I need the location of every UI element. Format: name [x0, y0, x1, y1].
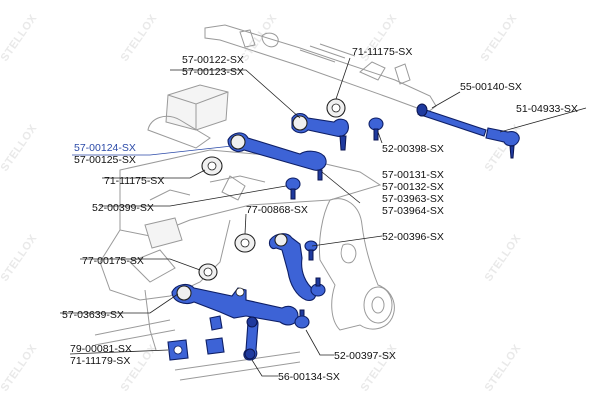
label-57-03639: 57-03639-SX — [62, 309, 124, 321]
tie-rod-end — [485, 127, 520, 147]
ball-joint-lower-end — [310, 277, 326, 297]
ball-joint-52-00399 — [285, 177, 301, 200]
label-77-00175: 77-00175-SX — [82, 255, 144, 267]
label-52-00396: 52-00396-SX — [382, 231, 444, 243]
label-57-00125: 57-00125-SX — [74, 154, 136, 166]
label-57-00123: 57-00123-SX — [182, 66, 244, 78]
watermark-5: STELLOX — [119, 12, 160, 63]
leader-lines — [60, 57, 587, 377]
lower-arm-guide — [268, 233, 317, 301]
label-56-00134: 56-00134-SX — [278, 371, 340, 383]
label-51-04933: 51-04933-SX — [516, 103, 578, 115]
part-labels: 57-00122-SX 57-00123-SX 71-11175-SX 55-0… — [62, 46, 578, 383]
upper-arm-rear-bushing — [292, 115, 308, 131]
upper-arm-front — [227, 132, 327, 171]
watermark-11: STELLOX — [483, 232, 524, 283]
watermark-1: STELLOX — [0, 12, 40, 63]
label-71-11175-left: 71-11175-SX — [104, 175, 164, 187]
steering-rack-sketch — [204, 24, 437, 113]
watermark-3: STELLOX — [0, 232, 40, 283]
parts — [167, 98, 520, 361]
mount-sketch — [165, 84, 229, 131]
label-71-11175-top: 71-11175-SX — [352, 46, 412, 58]
label-55-00140: 55-00140-SX — [460, 81, 522, 93]
label-57-00122: 57-00122-SX — [182, 54, 244, 66]
label-71-11179: 71-11179-SX — [70, 355, 130, 367]
label-52-00397: 52-00397-SX — [334, 350, 396, 362]
inner-tie-rod — [417, 107, 487, 137]
stabilizer-bushing-left — [167, 339, 189, 361]
ball-joint-52-00398 — [368, 117, 384, 141]
label-79-00081: 79-00081-SX — [70, 343, 132, 355]
ball-joint-52-00396 — [304, 240, 318, 261]
label-57-00124: 57-00124-SX — [74, 142, 136, 154]
label-57-00131: 57-00131-SX — [382, 169, 444, 181]
ball-joint-52-00397 — [294, 309, 310, 329]
background-sketch — [94, 24, 437, 381]
watermark-layer: STELLOX STELLOX STELLOX STELLOX STELLOX … — [0, 12, 524, 393]
watermark-9: STELLOX — [479, 12, 520, 63]
label-52-00399: 52-00399-SX — [92, 202, 154, 214]
label-57-03964: 57-03964-SX — [382, 205, 444, 217]
watermark-12: STELLOX — [483, 342, 524, 393]
lower-control-arm — [171, 283, 299, 326]
knuckle-sketch — [319, 198, 395, 331]
label-57-03963: 57-03963-SX — [382, 193, 444, 205]
label-77-00868: 77-00868-SX — [246, 204, 308, 216]
watermark-2: STELLOX — [0, 122, 40, 173]
stabilizer-bushing-right — [205, 315, 225, 355]
watermark-4: STELLOX — [0, 342, 40, 393]
label-57-00132: 57-00132-SX — [382, 181, 444, 193]
label-52-00398: 52-00398-SX — [382, 143, 444, 155]
watermark-7: STELLOX — [239, 12, 280, 63]
